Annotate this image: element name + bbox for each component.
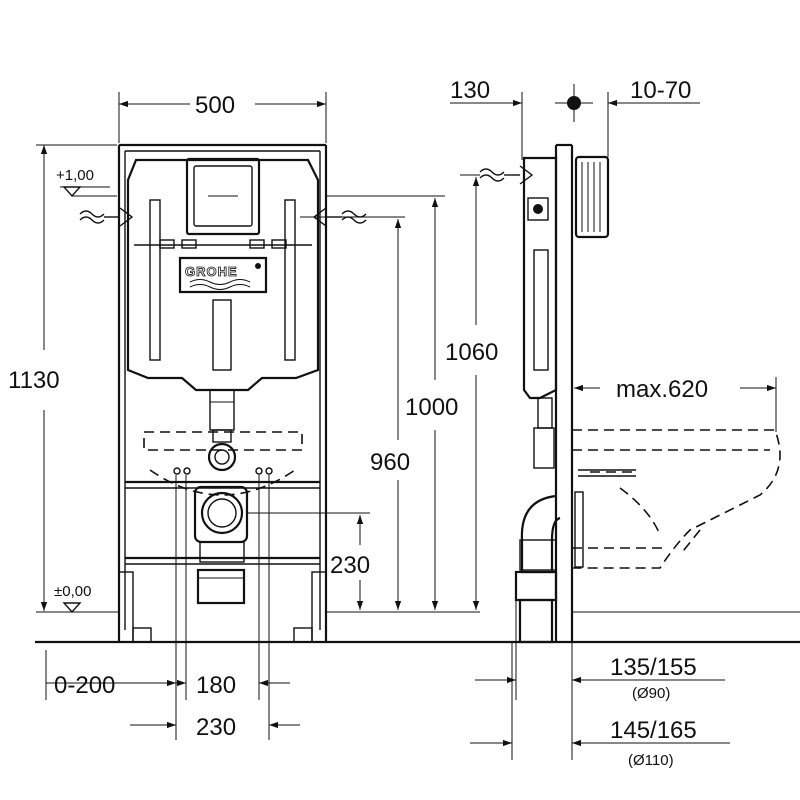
side-frame	[514, 143, 610, 644]
dim-130: 130	[450, 77, 523, 160]
height-1130-label: 1130	[8, 367, 60, 394]
spacing-230-label: 230	[196, 714, 236, 741]
width-500-label: 500	[195, 92, 235, 119]
spacing-180-label: 180	[196, 672, 236, 699]
wall-10-70-label: 10-70	[630, 77, 691, 104]
pipe-90-label: (Ø90)	[632, 685, 670, 702]
height-230-label: 230	[330, 552, 370, 579]
max-620-label: max.620	[616, 376, 708, 403]
dim-180: 180	[160, 475, 290, 700]
dim-1060: 1060	[445, 174, 498, 610]
dim-1000: 1000	[326, 195, 458, 610]
pipe-145-165-label: 145/165	[610, 717, 697, 744]
depth-130-label: 130	[450, 77, 490, 104]
svg-text:±0,00: ±0,00	[54, 583, 91, 600]
range-0-200-label: 0-200	[54, 672, 115, 699]
level-bottom: ±0,00	[36, 583, 119, 614]
dim-145-165: 145/165 (Ø110)	[470, 642, 730, 769]
dim-230-width: 230	[130, 475, 300, 741]
dim-500: 500	[118, 92, 327, 143]
flush-pipe	[143, 389, 303, 605]
cistern: GROHE	[126, 157, 320, 392]
dim-230-height: 230	[246, 512, 370, 610]
dim-1130: 1130	[8, 144, 117, 611]
brand-logo: GROHE	[185, 264, 238, 279]
pipe-110-label: (Ø110)	[628, 752, 674, 769]
dim-135-155: 135/155 (Ø90)	[475, 600, 725, 760]
dim-10-70: 10-70	[607, 77, 700, 157]
dim-0-200: 0-200	[45, 650, 176, 700]
axis-marker-icon	[555, 84, 593, 122]
height-960-label: 960	[370, 449, 410, 476]
pipe-135-155-label: 135/155	[610, 654, 697, 681]
svg-text:+1,00: +1,00	[56, 167, 94, 184]
front-frame	[117, 143, 328, 643]
height-1060-label: 1060	[445, 339, 498, 366]
dim-max-620: max.620	[574, 376, 777, 432]
wc-outline	[572, 429, 800, 613]
side-water-supply-icon	[479, 165, 534, 185]
height-1000-label: 1000	[405, 394, 458, 421]
level-top: +1,00	[56, 167, 117, 198]
dim-960: 960	[300, 216, 410, 610]
